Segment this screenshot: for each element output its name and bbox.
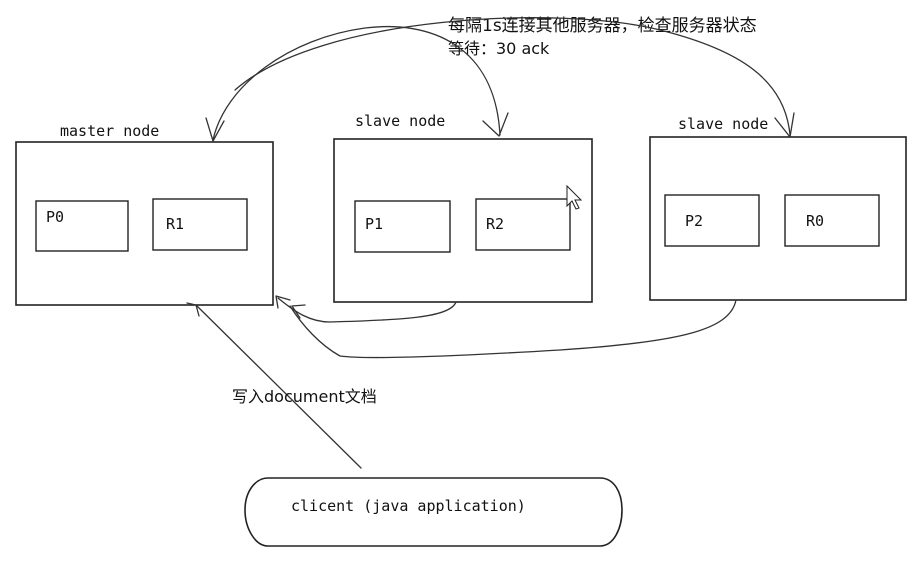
arrowhead <box>774 112 795 138</box>
client-label: clicent (java application) <box>291 497 526 515</box>
master-node-label: master node <box>60 122 159 140</box>
shard-label: R2 <box>486 215 504 233</box>
shard-box <box>152 198 248 251</box>
arrow-path <box>234 17 791 136</box>
shard-label: P0 <box>46 208 64 226</box>
arrow-path <box>212 25 501 141</box>
mouse-cursor-icon <box>566 184 583 210</box>
write-document-annotation: 写入document文档 <box>232 387 377 406</box>
shard-label: R0 <box>806 212 824 230</box>
arrowhead <box>291 304 306 319</box>
shard-box <box>784 194 880 247</box>
arrowhead <box>482 112 509 137</box>
slave-node: slave node P1 R2 <box>333 112 593 303</box>
arrow-path <box>196 305 362 469</box>
heartbeat-arrows <box>205 17 795 142</box>
wait-ack-annotation: 等待：30 ack <box>448 39 550 58</box>
shard-box <box>475 198 571 251</box>
arrowhead <box>205 117 225 142</box>
heartbeat-annotation: 每隔1s连接其他服务器，检查服务器状态 <box>448 16 757 36</box>
ack-arrows <box>275 295 737 359</box>
shard-label: R1 <box>166 215 184 233</box>
master-node: master node P0 R1 <box>15 122 274 306</box>
slave-node-label: slave node <box>678 115 768 133</box>
client-box <box>244 477 623 547</box>
slave-node-label: slave node <box>355 112 445 130</box>
master-node-box <box>15 141 274 306</box>
write-arrow <box>186 302 362 469</box>
shard-label: P1 <box>365 215 383 233</box>
slave-node-box <box>649 136 907 301</box>
slave-node-box <box>333 138 593 303</box>
arrowhead <box>186 302 200 317</box>
shard-box <box>354 200 451 253</box>
client: clicent (java application) <box>244 477 623 547</box>
arrow-path <box>277 297 457 323</box>
shard-label: P2 <box>685 212 703 230</box>
arrow-path <box>289 299 737 359</box>
arrowhead <box>275 295 291 309</box>
slave-node: slave node P2 R0 <box>649 115 907 301</box>
shard-box <box>664 194 760 247</box>
shard-box <box>35 200 129 252</box>
